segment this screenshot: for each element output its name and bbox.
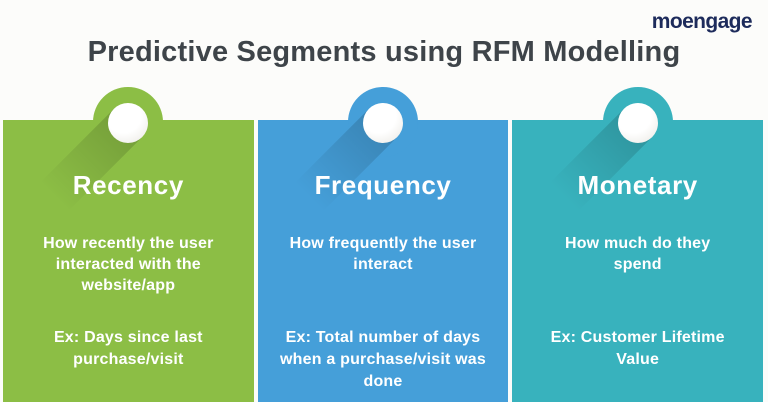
pin-ball-icon bbox=[363, 103, 403, 143]
card-recency: Recency How recently the user interacted… bbox=[3, 87, 254, 402]
card-title: Recency bbox=[72, 170, 184, 200]
pin-ball-icon bbox=[617, 103, 658, 143]
card-title: Frequency bbox=[314, 170, 452, 200]
moengage-logo: moengage bbox=[651, 10, 753, 33]
card-description: How recently the user interacted with th… bbox=[43, 235, 214, 294]
card-description: How much do they spend bbox=[564, 235, 711, 273]
card-title: Monetary bbox=[577, 170, 698, 200]
card-frequency: Frequency How frequently the user intera… bbox=[257, 87, 509, 402]
card-monetary: Monetary How much do they spend Ex: Cust… bbox=[512, 87, 764, 402]
rfm-cards-row: Recency How recently the user interacted… bbox=[3, 87, 764, 402]
card-description: How frequently the user interact bbox=[289, 235, 477, 273]
pin-ball-icon bbox=[108, 103, 149, 143]
card-example: Ex: Total number of days when a purchase… bbox=[280, 329, 486, 390]
card-example: Ex: Customer Lifetime Value bbox=[550, 329, 725, 368]
page-title: Predictive Segments using RFM Modelling bbox=[87, 36, 681, 68]
card-example: Ex: Days since last purchase/visit bbox=[53, 329, 203, 368]
